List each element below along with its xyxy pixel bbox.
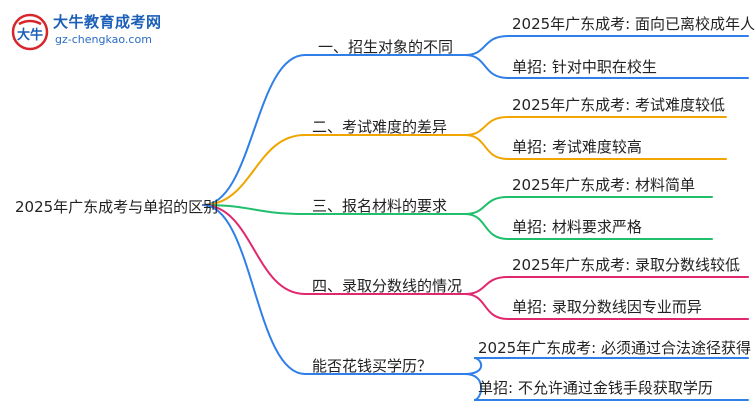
leaf-connector — [464, 293, 749, 320]
branch-connector — [202, 204, 466, 375]
leaf-score-danzhao: 单招: 录取分数线因专业而异 — [512, 298, 702, 316]
branch-connector — [202, 134, 466, 206]
branch-connector — [202, 204, 466, 295]
branch-exam-difficulty: 二、考试难度的差异 — [312, 118, 448, 136]
leaf-diploma-chengkao: 2025年广东成考: 必须通过合法途径获得 — [478, 339, 751, 357]
branch-connector — [202, 54, 466, 206]
root-topic: 2025年广东成考与单招的区别 — [15, 198, 219, 216]
branch-admission-score: 四、录取分数线的情况 — [312, 277, 463, 295]
leaf-connector — [464, 54, 749, 79]
leaf-connector — [464, 276, 749, 295]
branch-enrollment-target: 一、招生对象的不同 — [318, 38, 454, 56]
leaf-materials-chengkao: 2025年广东成考: 材料简单 — [512, 176, 695, 194]
leaf-connector — [464, 134, 727, 160]
leaf-difficulty-chengkao: 2025年广东成考: 考试难度较低 — [512, 96, 725, 114]
branch-application-materials: 三、报名材料的要求 — [312, 197, 448, 215]
leaf-connector — [464, 213, 713, 240]
leaf-materials-danzhao: 单招: 材料要求严格 — [512, 218, 642, 236]
site-logo: 大牛 大牛教育成考网 gz-chengkao.com — [10, 8, 162, 52]
leaf-enrollment-chengkao: 2025年广东成考: 面向已离校成年人 — [512, 15, 755, 33]
logo-mark-text: 大牛 — [17, 27, 43, 43]
branch-buy-diploma: 能否花钱买学历？ — [312, 357, 433, 375]
leaf-connector — [464, 116, 727, 136]
leaf-connector — [464, 357, 749, 375]
site-name: 大牛教育成考网 — [53, 13, 162, 31]
leaf-connector — [464, 373, 749, 401]
leaf-connector — [464, 196, 713, 215]
leaf-difficulty-danzhao: 单招: 考试难度较高 — [512, 138, 642, 156]
leaf-enrollment-danzhao: 单招: 针对中职在校生 — [512, 58, 657, 76]
site-url: gz-chengkao.com — [55, 33, 152, 46]
branch-connector — [202, 204, 466, 215]
leaf-connector — [464, 35, 749, 56]
bull-logo-icon: 大牛 — [11, 13, 49, 51]
leaf-diploma-danzhao: 单招: 不允许通过金钱手段获取学历 — [478, 379, 713, 397]
leaf-score-chengkao: 2025年广东成考: 录取分数线较低 — [512, 256, 740, 274]
